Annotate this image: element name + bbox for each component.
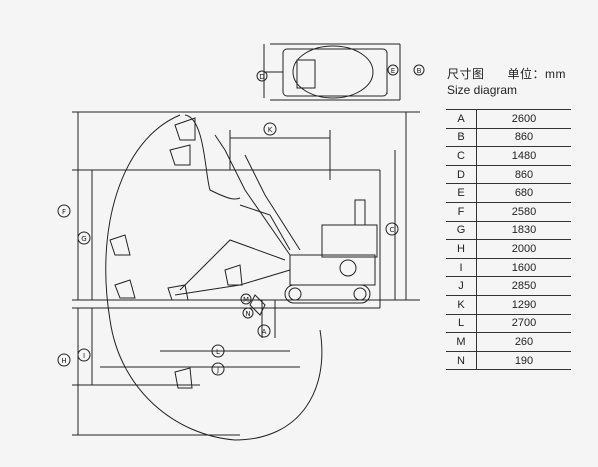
callout-G: G: [81, 235, 86, 243]
diagram-title: 尺寸图 单位：mm: [447, 65, 566, 82]
callout-E: E: [391, 67, 395, 75]
dimension-value: 2600: [476, 109, 571, 129]
dimension-key: A: [446, 109, 477, 129]
dimension-value: 1480: [476, 146, 571, 166]
dimension-value: 680: [476, 183, 571, 203]
callout-D: D: [259, 73, 264, 81]
dimension-value: 2700: [476, 313, 571, 334]
bucket-positions: [109, 117, 243, 389]
dimension-key: J: [446, 276, 477, 296]
dimension-key: C: [446, 146, 477, 166]
dimension-value: 2580: [476, 201, 571, 222]
dimension-key: G: [446, 220, 477, 241]
dimension-key: K: [446, 294, 477, 315]
callout-I: I: [83, 352, 85, 360]
callout-B: B: [417, 67, 422, 75]
dimension-value: 2000: [476, 239, 571, 259]
dimension-value: 860: [476, 164, 571, 185]
callout-A: A: [262, 328, 267, 336]
dimension-lines: [72, 111, 420, 436]
callout-J: J: [216, 366, 219, 374]
dimension-key: M: [446, 332, 477, 352]
dimension-value: 190: [476, 350, 571, 371]
callout-H: H: [61, 357, 66, 365]
working-envelope: [105, 114, 323, 441]
callout-N: N: [245, 310, 250, 318]
callout-L: L: [216, 348, 220, 356]
dimension-key: H: [446, 239, 477, 259]
dimension-key: F: [446, 201, 477, 222]
top-view: [263, 43, 401, 101]
callout-M: M: [243, 296, 249, 304]
callout-C: C: [390, 226, 395, 234]
dimension-value: 260: [476, 332, 571, 352]
dimension-value: 1830: [476, 220, 571, 241]
dimension-value: 1600: [476, 257, 571, 278]
dimension-key: D: [446, 164, 477, 185]
dimension-value: 860: [476, 127, 571, 148]
dimension-key: L: [446, 313, 477, 334]
dimension-key: B: [446, 127, 477, 148]
dimension-key: E: [446, 183, 477, 203]
dimension-value: 2850: [476, 276, 571, 296]
dimension-value: 1290: [476, 294, 571, 315]
dimension-key: N: [446, 350, 477, 371]
callout-F: F: [62, 208, 66, 216]
callout-K: K: [268, 126, 273, 134]
dimension-key: I: [446, 257, 477, 278]
diagram-subtitle: Size diagram: [447, 83, 518, 97]
title-cn: 尺寸图: [447, 67, 485, 81]
callout-markers: D E B K F G C M N A L J H I: [57, 64, 425, 376]
unit-label: 单位：mm: [507, 67, 567, 81]
